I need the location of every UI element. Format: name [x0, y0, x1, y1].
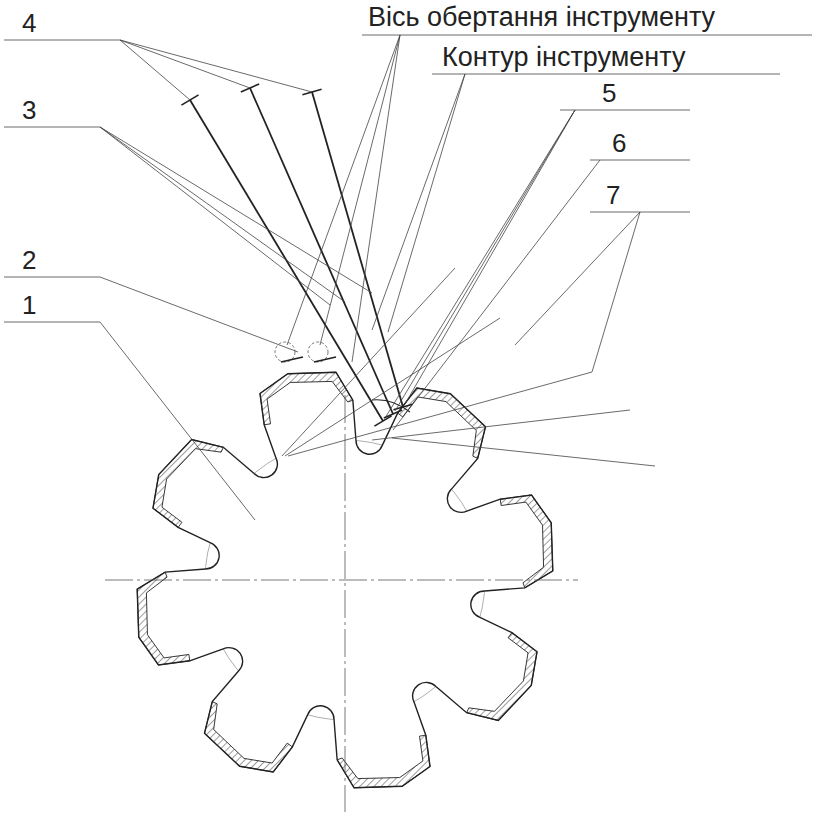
leader-line	[388, 74, 465, 332]
coating-layer	[337, 735, 430, 788]
leader-line	[592, 212, 640, 372]
tool-lines	[181, 84, 412, 426]
leader-line	[590, 160, 690, 161]
annotation-label: Вісь обертання інструменту	[368, 4, 715, 31]
leader-line	[432, 74, 780, 75]
tool-line	[312, 92, 403, 407]
tool-contour	[372, 400, 410, 412]
callout-number: 5	[602, 80, 616, 106]
center-line	[345, 395, 346, 812]
leader-line	[4, 277, 100, 278]
leader-line	[372, 74, 465, 330]
leader-line	[285, 318, 500, 456]
coating-layer	[467, 633, 537, 721]
center-line	[105, 580, 578, 581]
leader-lines	[4, 35, 812, 520]
coating-layer	[260, 372, 353, 425]
coating-layer	[137, 572, 190, 665]
leader-line	[392, 438, 655, 466]
leader-line	[100, 127, 345, 302]
leader-line	[100, 127, 330, 305]
coating-layer	[153, 439, 223, 527]
leader-line	[4, 127, 100, 128]
leader-line	[100, 277, 298, 352]
annotation-label: Контур інструменту	[442, 44, 685, 71]
leader-line	[120, 40, 312, 92]
callout-number: 2	[22, 247, 36, 273]
leader-line	[385, 110, 575, 418]
leader-line	[120, 40, 190, 100]
tool-tick	[374, 416, 391, 426]
tool-axis-tick	[314, 357, 336, 362]
coating-layer	[398, 388, 486, 458]
leader-line	[362, 35, 812, 36]
leader-line	[320, 35, 400, 345]
leader-line	[282, 268, 455, 456]
leader-line	[352, 35, 400, 362]
leader-line	[100, 127, 372, 293]
tool-axis-tick	[281, 357, 303, 362]
leader-line	[100, 322, 255, 520]
leader-line	[372, 410, 630, 440]
leader-line	[4, 40, 120, 41]
callout-number: 7	[606, 182, 620, 208]
leader-line	[395, 110, 575, 411]
callout-number: 6	[612, 130, 626, 156]
coating-layer	[500, 495, 553, 588]
leader-line	[393, 160, 600, 430]
leader-line	[120, 40, 250, 88]
callout-number: 1	[22, 292, 36, 318]
leader-line	[4, 322, 100, 323]
callout-number: 3	[22, 97, 36, 123]
callout-number: 4	[22, 10, 36, 36]
coating-layer	[204, 702, 292, 772]
leader-line	[405, 110, 575, 404]
leader-line	[515, 212, 640, 345]
tool-tick	[384, 410, 402, 418]
gear-body	[105, 372, 578, 812]
leader-line	[560, 110, 690, 111]
